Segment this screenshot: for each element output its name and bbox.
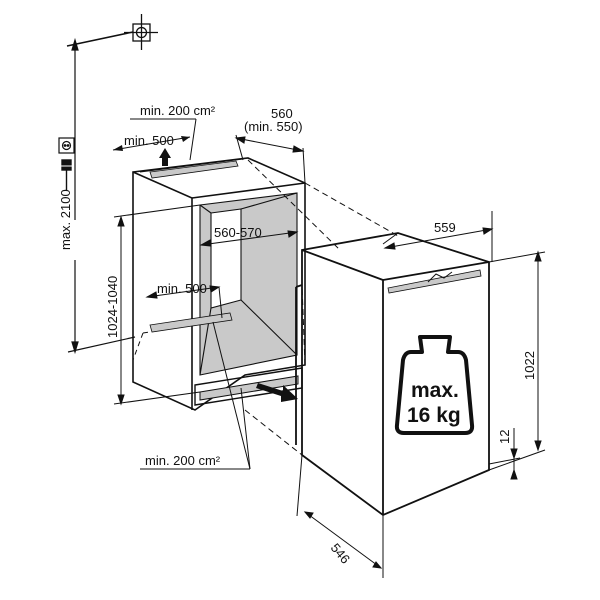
bottom-vent-area-label: min. 200 cm² xyxy=(145,453,221,468)
max-weight-line2: 16 kg xyxy=(407,404,461,427)
niche-width-dimension xyxy=(234,134,306,184)
max-weight-line1: max. xyxy=(411,379,459,402)
inner-depth-min-label: min. 500 xyxy=(157,281,207,296)
niche-width-label: 560 xyxy=(271,106,293,121)
appliance-height-dimension xyxy=(488,250,546,471)
plinth-vent xyxy=(199,375,299,401)
power-plug-icon xyxy=(60,159,73,190)
alignment-guides xyxy=(244,159,401,456)
inner-depth-dimension xyxy=(145,285,223,319)
inner-width-label: 560-570 xyxy=(214,225,262,240)
niche-hidden-lines xyxy=(132,172,212,382)
max-socket-height-label: max. 2100 xyxy=(58,189,73,250)
bottom-vent-leader xyxy=(140,321,251,470)
niche-width-min-label: (min. 550) xyxy=(244,119,303,134)
inner-vent-strip xyxy=(149,312,233,333)
niche-opening-hatch xyxy=(200,193,297,375)
crosshair-target-icon xyxy=(124,14,158,50)
top-vent-area-label: min. 200 cm² xyxy=(140,103,216,118)
inner-width-dimension xyxy=(199,230,299,247)
base-gap-dimension xyxy=(488,428,521,480)
ceiling-reference-line xyxy=(66,31,134,47)
airflow-arrow-icon xyxy=(159,148,171,166)
niche-cabinet xyxy=(132,157,306,411)
max-height-dimension xyxy=(67,37,136,355)
appliance-height-label: 1022 xyxy=(522,351,537,380)
top-depth-min-label: min. 500 xyxy=(124,133,174,148)
niche-height-dimension xyxy=(113,204,201,406)
weight-icon: max. 16 kg xyxy=(394,335,475,435)
power-socket-icon xyxy=(58,137,75,154)
appliance-width-dimension xyxy=(382,211,494,262)
appliance-width-label: 559 xyxy=(434,220,456,235)
niche-height-label: 1024-1040 xyxy=(105,276,120,338)
appliance-depth-dimension xyxy=(296,454,384,578)
control-panel-detail xyxy=(427,271,453,283)
control-panel xyxy=(387,269,482,294)
airflow-arrow-icon xyxy=(256,383,298,402)
base-gap-label: 12 xyxy=(497,430,512,444)
top-vent-grille xyxy=(149,160,239,179)
